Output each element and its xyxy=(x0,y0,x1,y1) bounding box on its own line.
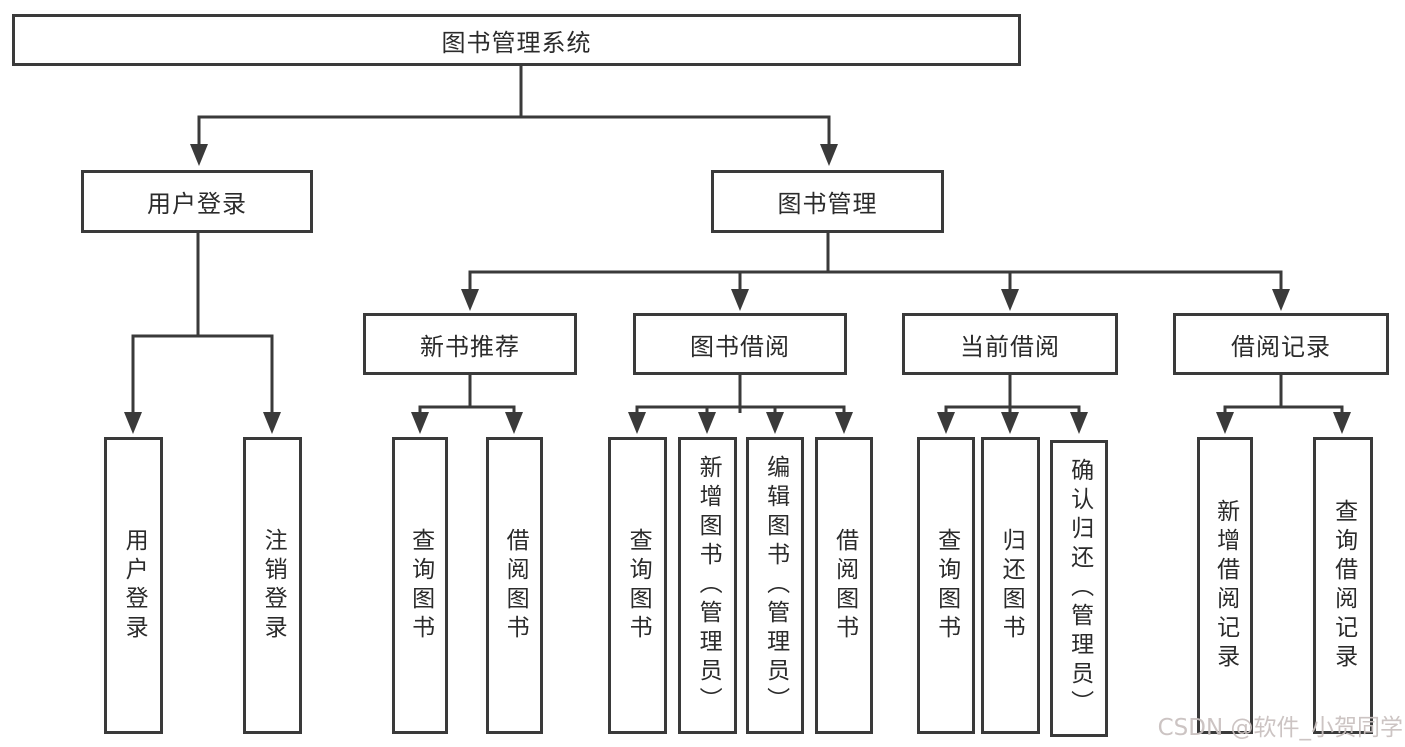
leaf-confirm-return-admin: 确认归还（管理员） xyxy=(1050,440,1108,737)
leaf-user-login: 用户登录 xyxy=(104,437,163,734)
leaf-query-books-current: 查询图书 xyxy=(917,437,975,734)
node-root: 图书管理系统 xyxy=(12,14,1021,66)
node-current-borrowing: 当前借阅 xyxy=(902,313,1118,375)
node-label: 归还图书 xyxy=(998,527,1025,644)
node-label: 查询借阅记录 xyxy=(1330,498,1357,673)
leaf-query-borrow-record: 查询借阅记录 xyxy=(1313,437,1373,734)
node-book-management: 图书管理 xyxy=(711,170,944,233)
leaf-add-books-admin: 新增图书（管理员） xyxy=(678,437,737,734)
node-label: 查询图书 xyxy=(933,527,960,644)
leaf-query-books-borrowing: 查询图书 xyxy=(608,437,667,734)
node-label: 确认归还（管理员） xyxy=(1066,458,1093,719)
node-label: 注销登录 xyxy=(260,527,287,644)
node-label: 用户登录 xyxy=(121,527,148,644)
leaf-borrow-books-recommend: 借阅图书 xyxy=(486,437,543,734)
node-label: 新增图书（管理员） xyxy=(695,455,722,716)
node-user-login: 用户登录 xyxy=(81,170,313,233)
node-label: 图书管理系统 xyxy=(441,28,592,57)
node-borrowing-records: 借阅记录 xyxy=(1173,313,1389,375)
node-label: 新书推荐 xyxy=(420,332,520,361)
node-label: 当前借阅 xyxy=(960,332,1060,361)
leaf-borrow-books-borrowing: 借阅图书 xyxy=(815,437,873,734)
arrowheads xyxy=(124,144,1351,434)
leaf-edit-books-admin: 编辑图书（管理员） xyxy=(746,437,804,734)
node-label: 图书管理 xyxy=(777,190,878,218)
csdn-watermark: CSDN @软件_小贺同学 xyxy=(1157,715,1403,741)
node-label: 借阅图书 xyxy=(831,527,858,644)
node-label: 编辑图书（管理员） xyxy=(762,455,789,716)
node-label: 用户登录 xyxy=(147,190,247,218)
node-label: 借阅图书 xyxy=(502,527,529,644)
node-label: 图书借阅 xyxy=(690,332,790,361)
leaf-logout: 注销登录 xyxy=(243,437,302,734)
node-book-borrowing: 图书借阅 xyxy=(633,313,847,375)
leaf-return-books: 归还图书 xyxy=(981,437,1040,734)
leaf-add-borrow-record: 新增借阅记录 xyxy=(1197,437,1253,734)
node-label: 新增借阅记录 xyxy=(1212,498,1239,673)
node-new-book-recommend: 新书推荐 xyxy=(363,313,577,375)
node-label: 查询图书 xyxy=(625,527,652,644)
node-label: 查询图书 xyxy=(407,527,434,644)
leaf-query-books-recommend: 查询图书 xyxy=(392,437,448,734)
node-label: 借阅记录 xyxy=(1231,332,1331,361)
